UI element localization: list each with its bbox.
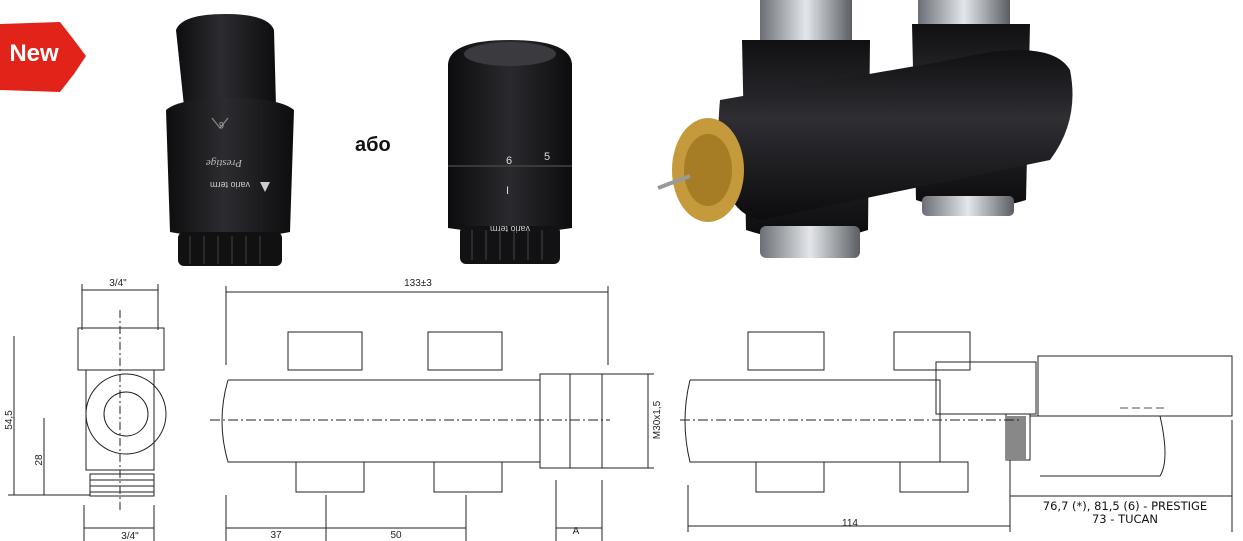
front-a-label: 37	[270, 530, 282, 541]
side-bottom-label: 3/4"	[121, 531, 139, 541]
head-length-note: 76,7 (*), 81,5 (6) - PRESTIGE 73 - TUCAN	[1022, 500, 1228, 526]
tucan-digit-5: 5	[544, 151, 550, 163]
badge-label: New	[9, 40, 59, 67]
side-top-label: 3/4"	[109, 278, 127, 289]
new-badge: New	[0, 22, 86, 92]
section-len-label: 114	[842, 518, 858, 529]
side-height-label: 54,5	[4, 410, 15, 430]
note-line-tucan: 73 - TUCAN	[1091, 512, 1159, 526]
tucan-brand: vario term	[490, 224, 530, 234]
or-label: або	[355, 134, 391, 156]
prestige-digit: 6	[219, 120, 224, 130]
side-inner-label: 28	[34, 454, 45, 466]
front-c-label: A	[573, 526, 580, 537]
front-thread-label: M30x1,5	[652, 400, 663, 439]
prestige-head-image: 6 Prestige vario term	[166, 14, 294, 266]
prestige-script: Prestige	[206, 157, 243, 169]
front-total-label: 133±3	[404, 278, 432, 289]
section-view-drawing: 114	[680, 331, 1233, 532]
tucan-digit-6: 6	[506, 155, 512, 167]
front-b-label: 50	[390, 530, 402, 541]
side-view-drawing: 3/4" 54,5 28 3/4"	[4, 278, 167, 541]
front-view-drawing: 133±3 37 50 A M30x1,5	[210, 278, 663, 541]
prestige-brand: vario term	[210, 180, 250, 190]
vario-logo-icon	[260, 182, 270, 192]
note-line-prestige: 76,7 (*), 81,5 (6) - PRESTIGE	[1042, 499, 1208, 513]
valve-block-image	[657, 0, 1073, 258]
tucan-mark: I	[506, 185, 509, 197]
badge-starburst-icon	[0, 22, 86, 92]
tucan-head-image: 6 5 I vario term	[448, 40, 572, 264]
